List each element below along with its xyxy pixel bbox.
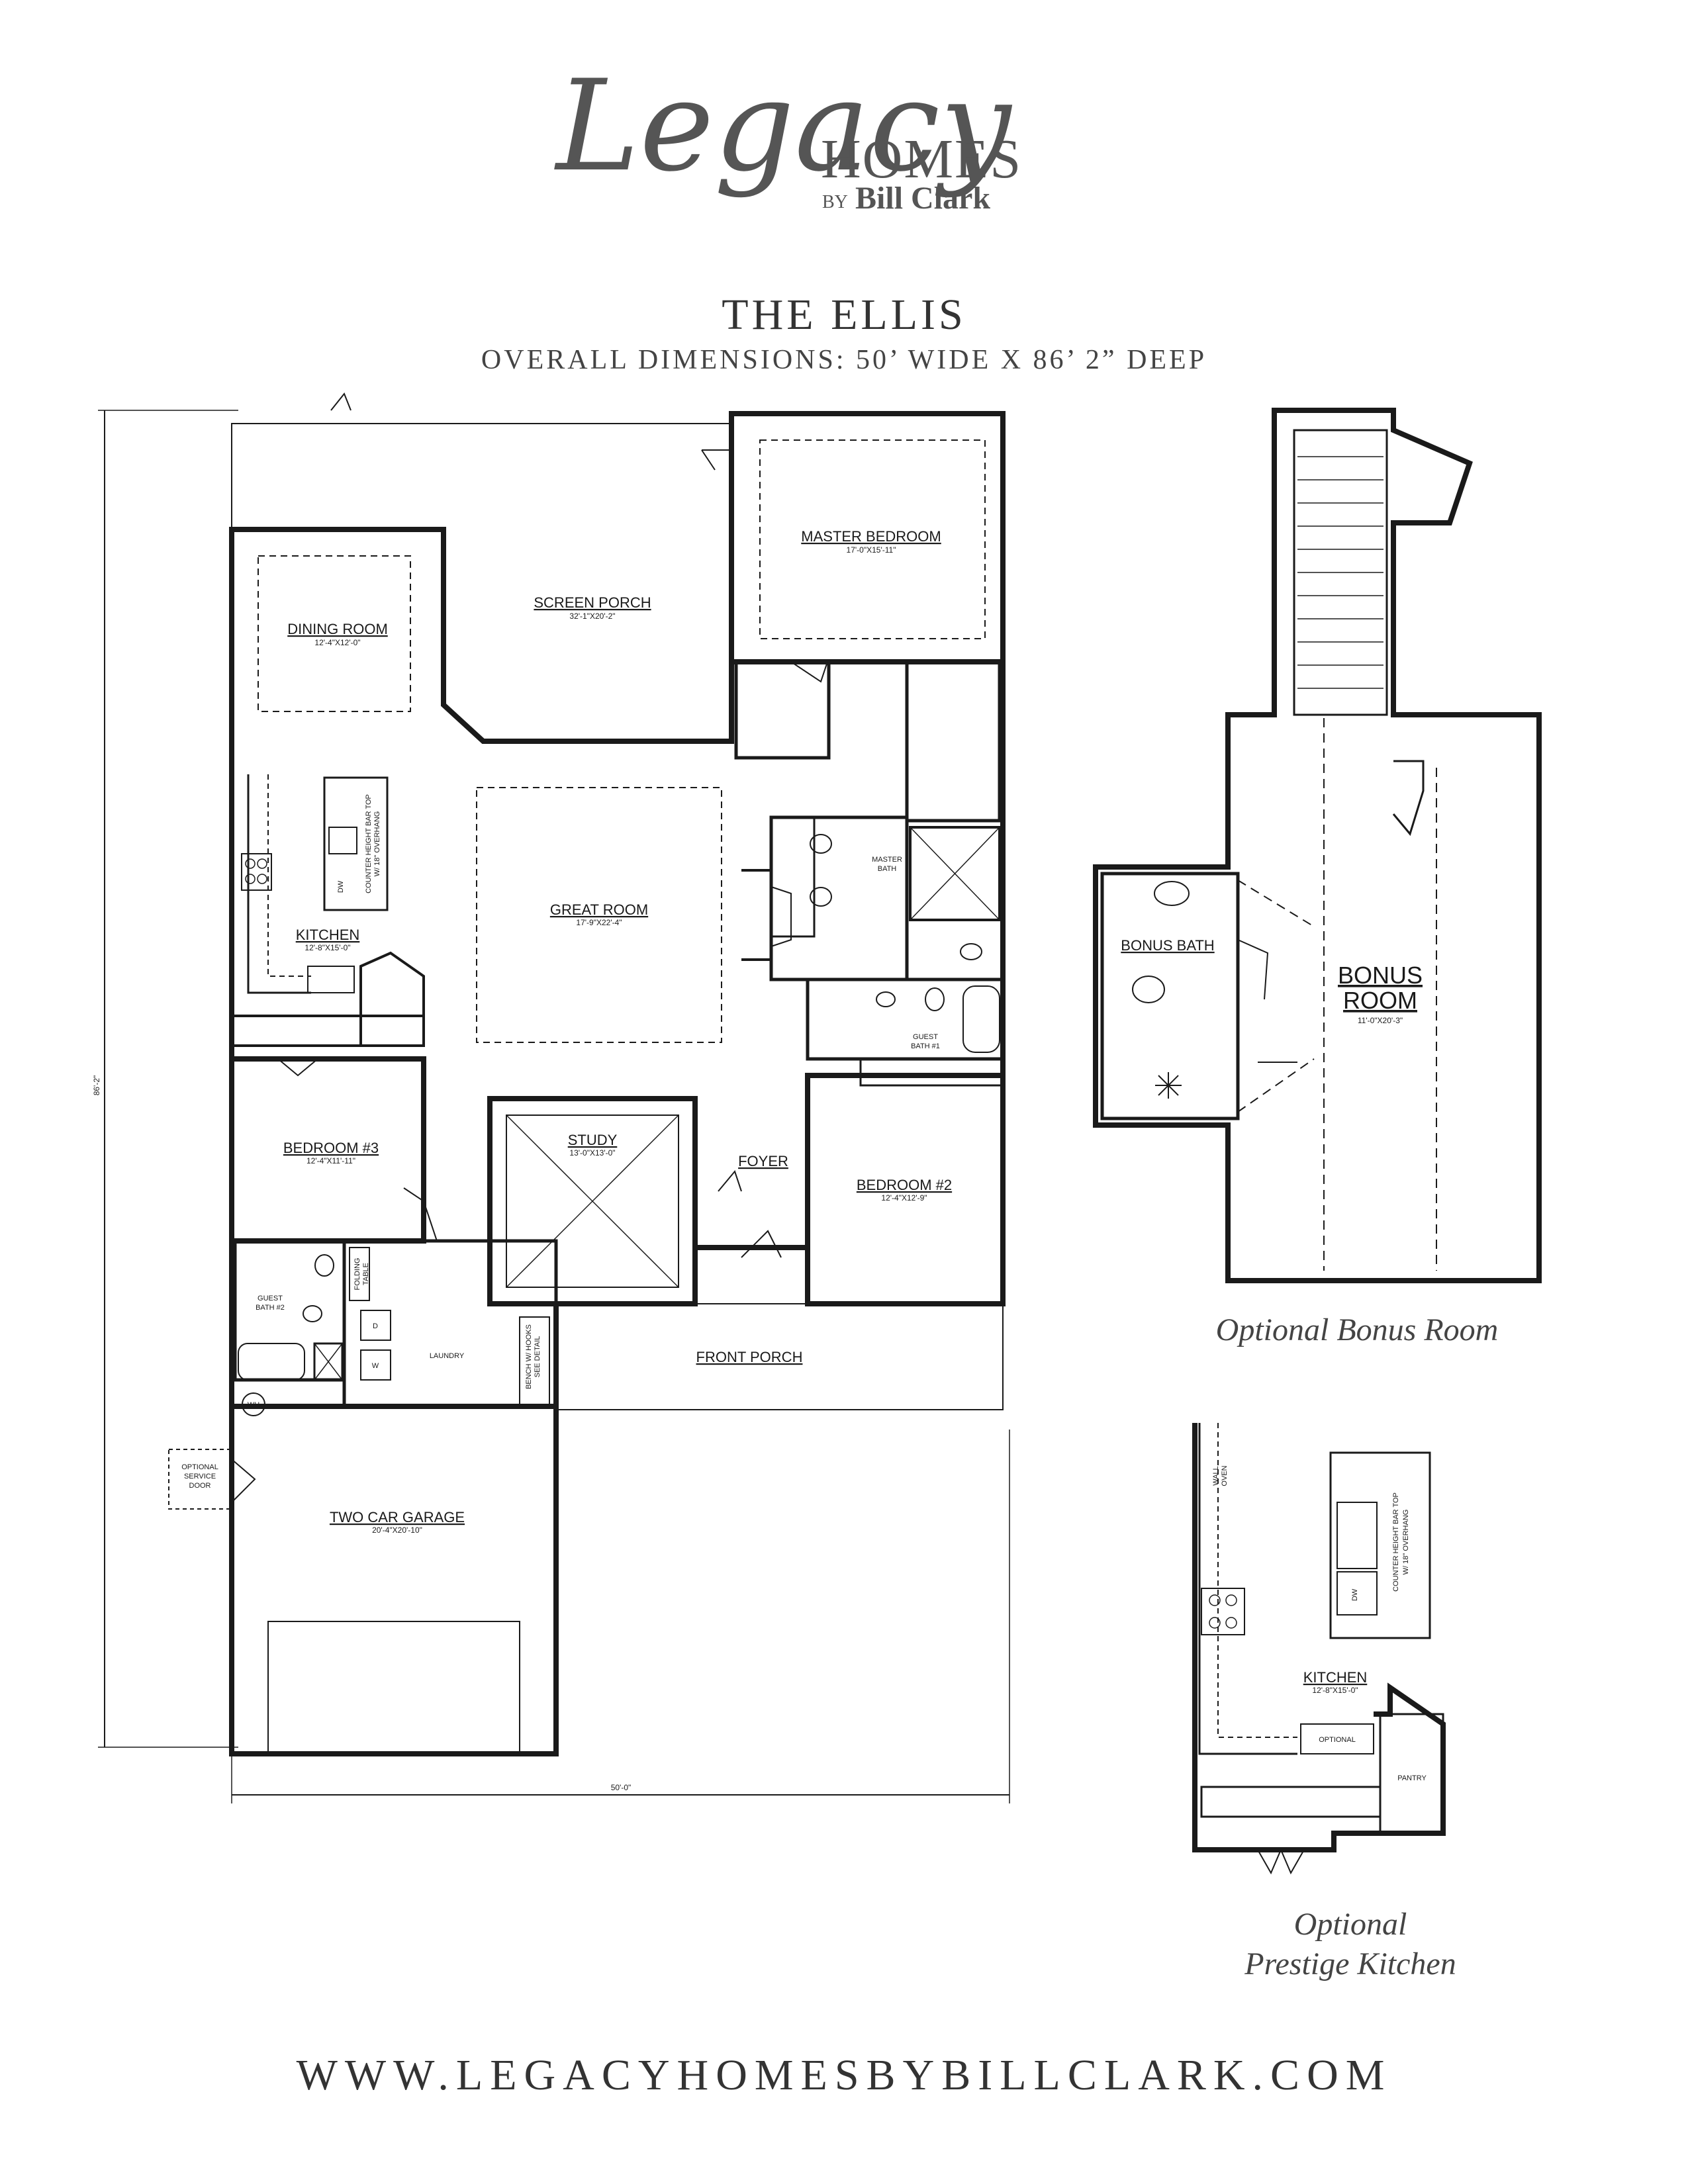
foyer-label: FOYER (738, 1153, 788, 1169)
bedroom-3-label: BEDROOM #3 (283, 1140, 379, 1156)
dw-note: DW (337, 880, 345, 893)
dryer-note: D (373, 1322, 378, 1330)
width-dimension-label: 50'-0" (611, 1783, 632, 1792)
bench-note-2: SEE DETAIL (534, 1336, 541, 1378)
logo-bill-clark-text: Bill Clark (855, 181, 991, 216)
kitchen-island (323, 776, 389, 911)
website-link[interactable]: WWW.LEGACYHOMESBYBILLCLARK.COM (296, 2051, 1392, 2099)
bonus-bath-label: BONUS BATH (1121, 937, 1214, 954)
optional-kitchen-dims: 12'-8"X15'-0" (1312, 1686, 1358, 1695)
logo-by-text: BY (822, 192, 848, 212)
dining-room-label: DINING ROOM (287, 621, 388, 637)
bonus-bath-walls (1100, 872, 1240, 1120)
pantry-label: PANTRY (1397, 1774, 1427, 1782)
wall-oven-label-1: WALL (1212, 1466, 1220, 1486)
bonus-room-caption: Optional Bonus Room (1215, 1312, 1499, 1347)
master-bedroom-dims: 17'-0"X15'-11" (847, 545, 896, 555)
guest-bath-2-label-1: GUEST (258, 1295, 283, 1302)
bonus-stair (1293, 429, 1388, 716)
bonus-room-dims: 11'-0"X20'-3" (1358, 1016, 1403, 1025)
plan-title: THE ELLIS (722, 291, 966, 339)
great-room-dims: 17'-9"X22'-4" (576, 918, 622, 927)
guest-bath-1-walls (806, 978, 1005, 1061)
study-dims: 13'-0"X13'-0" (569, 1148, 615, 1158)
guest-bath-2-label-2: BATH #2 (256, 1304, 285, 1312)
folding-table-note-2: TABLE (362, 1263, 370, 1285)
optional-kitchen-label: KITCHEN (1303, 1669, 1368, 1686)
front-porch-outline (555, 1303, 1004, 1410)
master-bath-label-2: BATH (878, 865, 897, 873)
optional-kitchen-walls (1192, 1423, 1446, 1852)
kitchen-dims: 12'-8"X15'-0" (305, 943, 350, 952)
kitchen-counter (247, 774, 311, 994)
folding-table-note-1: FOLDING (353, 1258, 361, 1291)
depth-dimension-label: 86'-2" (92, 1075, 101, 1096)
kitchen-dw-note: DW (1351, 1588, 1359, 1601)
fireplace (741, 869, 773, 961)
bartop-note-1: COUNTER HEIGHT BAR TOP (365, 794, 373, 893)
garage-label: TWO CAR GARAGE (330, 1509, 465, 1525)
guest-bath-2-walls (233, 1239, 346, 1382)
screen-porch-label: SCREEN PORCH (534, 594, 651, 611)
great-room-label: GREAT ROOM (550, 901, 648, 918)
bartop-note-2: W/ 18" OVERHANG (373, 811, 381, 877)
garage-dims: 20'-4"X20'-10" (372, 1525, 422, 1535)
kitchen-caption-line2: Prestige Kitchen (1244, 1946, 1456, 1981)
laundry-label: LAUNDRY (430, 1352, 465, 1360)
great-room-ceiling (476, 787, 722, 1043)
garage-walls (229, 1404, 559, 1756)
bedroom-3-dims: 12'-4"X11'-11" (306, 1156, 355, 1165)
kitchen-label: KITCHEN (296, 927, 360, 943)
master-bath-label-1: MASTER (872, 856, 902, 864)
service-door-note-1: OPTIONAL (181, 1463, 218, 1471)
kitchen-bartop-note-2: W/ 18" OVERHANG (1402, 1510, 1410, 1575)
screen-porch-outline (231, 423, 732, 742)
optional-appliance-note: OPTIONAL (1319, 1736, 1356, 1744)
bonus-room-exterior (1093, 408, 1542, 1283)
dining-room-dims: 12'-4"X12'-0" (314, 638, 360, 647)
kitchen-caption-line1: Optional (1293, 1907, 1407, 1942)
service-door-note-3: DOOR (189, 1482, 211, 1490)
logo-script-text: Legacy (556, 53, 1011, 199)
master-bedroom-walls (729, 411, 1006, 664)
guest-bath-1-label-2: BATH #1 (911, 1042, 940, 1050)
study-label: STUDY (568, 1132, 618, 1148)
plan-subtitle: OVERALL DIMENSIONS: 50’ WIDE X 86’ 2” DE… (481, 345, 1207, 375)
bonus-room-label-1: BONUS (1338, 962, 1423, 989)
kitchen-bartop-note-1: COUNTER HEIGHT BAR TOP (1392, 1492, 1400, 1592)
service-door-note-2: SERVICE (184, 1473, 216, 1480)
washer-note: W (372, 1362, 379, 1370)
front-porch-label: FRONT PORCH (696, 1349, 803, 1365)
dining-room-ceiling (258, 555, 411, 712)
wall-oven-label-2: OVEN (1221, 1465, 1229, 1486)
logo-homes-text: HOMES (821, 128, 1023, 190)
exterior-wall (229, 411, 1006, 1756)
bedroom-2-dims: 12'-4"X12'-9" (881, 1193, 927, 1203)
bench-note-1: BENCH W/ HOOKS (525, 1324, 533, 1389)
bedroom-2-label: BEDROOM #2 (857, 1177, 952, 1193)
water-heater-note: WH (248, 1401, 259, 1409)
guest-bath-1-label-1: GUEST (913, 1033, 938, 1041)
optional-service-door (168, 1449, 232, 1510)
screen-porch-dims: 32'-1"X20'-2" (569, 612, 615, 621)
bonus-room-label-2: ROOM (1343, 987, 1417, 1014)
optional-kitchen-island (1329, 1451, 1431, 1639)
master-bedroom-label: MASTER BEDROOM (801, 528, 941, 545)
